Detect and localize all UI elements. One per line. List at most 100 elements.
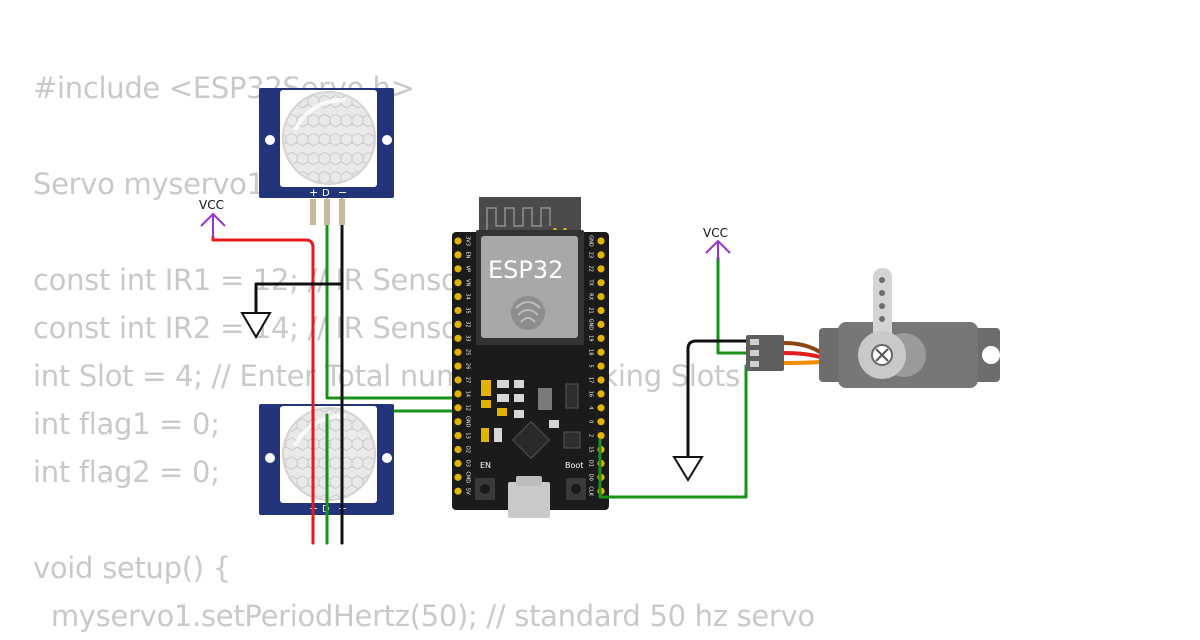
esp32-pin-label-right: 2 <box>588 434 594 437</box>
vcc-symbol-right: VCC <box>703 226 731 260</box>
esp32-pin-right <box>597 390 605 398</box>
esp32-pin-left <box>454 279 462 287</box>
esp32-pin-label-left: VP <box>465 266 471 272</box>
esp32-pin-right <box>597 237 605 245</box>
esp32-pin-label-right: 23 <box>588 252 594 258</box>
wire-green-servo-vcc <box>716 256 752 355</box>
esp32-pin-right <box>597 432 605 440</box>
esp32-pin-left <box>454 487 462 495</box>
esp32-pin-label-left: 34 <box>465 293 471 299</box>
esp32-pin-label-left: CMD <box>465 471 471 483</box>
esp32-pin-left <box>454 293 462 301</box>
esp32-pin-label-left: 13 <box>465 432 471 438</box>
esp32-pin-label-right: 19 <box>588 335 594 341</box>
esp32-pin-label-left: 27 <box>465 377 471 383</box>
wire-black-servo-gnd <box>686 339 752 458</box>
wire-red-vcc <box>211 235 315 545</box>
button-label-en: EN <box>480 461 491 470</box>
vcc-label-left: VCC <box>199 198 224 212</box>
code-line: int flag1 = 0; <box>33 407 220 441</box>
esp32-pin-right <box>597 251 605 259</box>
pir-pin-d: D <box>322 188 330 199</box>
esp32-pin-left <box>454 306 462 315</box>
code-line: int flag2 = 0; <box>33 455 220 489</box>
esp32-pin-left <box>454 265 462 273</box>
esp32-pin-label-right: 17 <box>588 377 594 383</box>
esp32-pin-right <box>597 376 605 384</box>
vcc-symbol-left: VCC <box>199 198 226 238</box>
pir-pin-minus: − <box>338 186 347 199</box>
esp32-pin-left <box>454 432 462 440</box>
esp32-board: ESP32 EN Boot 3V3ENVPVN34353233252627141… <box>452 197 609 518</box>
esp32-pin-left <box>454 404 462 412</box>
espressif-logo-icon <box>511 296 545 330</box>
pir-pin-plus: + <box>309 186 318 199</box>
esp32-pin-left <box>454 445 462 454</box>
esp32-pin-label-right: 16 <box>588 391 594 397</box>
esp32-pin-label-right: 18 <box>588 349 594 355</box>
esp32-pin-right <box>597 418 605 426</box>
esp32-pin-label-left: 26 <box>465 363 471 369</box>
esp32-pin-left <box>454 334 462 342</box>
esp32-pin-left <box>454 376 462 384</box>
wire-green-ir1 <box>325 198 462 400</box>
esp32-pin-label-right: 0 <box>588 420 594 423</box>
esp32-pin-right <box>597 306 605 315</box>
esp32-pin-label-left: 35 <box>465 307 471 313</box>
esp32-pin-label-left: EN <box>465 251 471 258</box>
esp32-pin-left <box>454 390 462 398</box>
code-line: Servo myservo1; <box>33 167 275 201</box>
esp32-pin-left <box>454 418 462 426</box>
esp32-pin-right <box>597 348 605 356</box>
esp32-pin-label-right: 22 <box>588 266 594 272</box>
esp32-pin-right <box>597 362 605 370</box>
esp32-pin-label-right: 15 <box>588 446 594 452</box>
esp32-pin-left <box>454 362 462 370</box>
esp32-pin-label-right: 21 <box>588 307 594 313</box>
pir-sensor-top: + D − <box>259 88 394 225</box>
esp32-pin-left <box>454 251 462 259</box>
esp32-pin-label-left: 12 <box>465 405 471 411</box>
esp32-pin-right <box>597 279 605 287</box>
esp32-chip-label: ESP32 <box>488 256 563 284</box>
esp32-pin-left <box>454 348 462 356</box>
esp32-pin-label-left: 14 <box>465 391 471 397</box>
esp32-pin-label-left: 5V <box>465 488 471 495</box>
code-line: const int IR1 = 12; // IR Sensor 1 <box>33 263 498 297</box>
esp32-pin-left <box>454 237 462 245</box>
esp32-pin-left <box>454 459 462 467</box>
esp32-pin-label-right: TX <box>588 278 594 286</box>
esp32-pin-right <box>597 265 605 273</box>
esp32-pin-label-right: D1 <box>588 460 594 467</box>
esp32-pin-label-right: D0 <box>588 474 594 481</box>
code-line: myservo1.setPeriodHertz(50); // standard… <box>33 599 815 633</box>
esp32-pin-label-left: VN <box>465 279 471 286</box>
code-line: void setup() { <box>33 551 231 585</box>
esp32-pin-label-right: 5 <box>588 365 594 368</box>
wire-green-servo-signal <box>598 364 748 499</box>
esp32-pin-right <box>597 404 605 412</box>
esp32-pin-label-left: 25 <box>465 349 471 355</box>
esp32-pin-label-right: CLK <box>588 486 594 496</box>
esp32-pin-right <box>597 293 605 301</box>
esp32-pin-right <box>597 334 605 342</box>
esp32-pin-label-left: 3V3 <box>465 236 471 246</box>
esp32-pin-left <box>454 473 462 481</box>
esp32-pin-label-right: 4 <box>588 406 594 409</box>
servo-motor <box>746 268 1000 388</box>
esp32-pin-label-right: GND <box>588 235 594 247</box>
ground-symbol-left <box>240 312 272 339</box>
esp32-pin-right <box>597 320 605 328</box>
esp32-pin-label-left: GND <box>465 416 471 428</box>
screw-icon <box>875 348 889 362</box>
esp32-pin-label-left: 33 <box>465 335 471 341</box>
esp32-pin-left <box>454 320 462 328</box>
ground-symbol-right <box>672 456 704 482</box>
esp32-pin-label-right: RX <box>588 293 594 300</box>
esp32-pin-label-left: D3 <box>465 460 471 467</box>
button-label-boot: Boot <box>565 461 583 470</box>
esp32-pin-label-right: GND <box>588 319 594 331</box>
esp32-pin-label-left: D2 <box>465 446 471 453</box>
esp32-pin-label-left: 32 <box>465 321 471 327</box>
